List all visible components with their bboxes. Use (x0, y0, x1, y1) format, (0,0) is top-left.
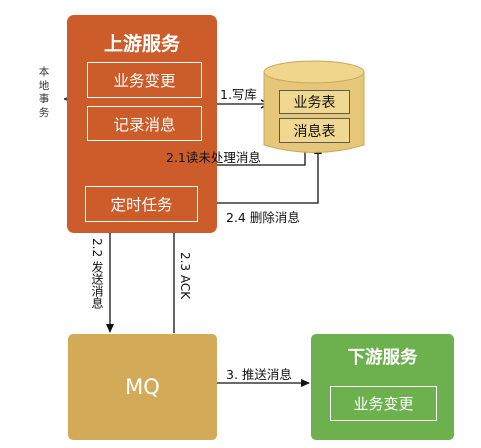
downstream-service: 下游服务 业务变更 (311, 334, 454, 440)
edge-delete-message (197, 145, 322, 204)
database-biz-table: 业务表 (279, 90, 350, 114)
local-transaction-label: 本地事务 (38, 66, 50, 119)
message-queue: MQ (68, 334, 217, 440)
edge-label-push-message: 3. 推送消息 (226, 367, 292, 382)
upstream-record-message-box: 记录消息 (87, 106, 202, 141)
upstream-scheduled-task-box: 定时任务 (85, 186, 198, 222)
edge-label-send-message: 2.2 发送消息 (90, 238, 104, 309)
upstream-biz-change-box: 业务变更 (87, 62, 202, 98)
edge-label-delete-message: 2.4 删除消息 (226, 210, 300, 225)
edge-label-write: 1.写库 (220, 87, 257, 102)
edge-label-ack: 2.3 ACK (178, 252, 192, 300)
database-message-table: 消息表 (279, 118, 350, 143)
downstream-service-title: 下游服务 (347, 348, 418, 368)
edge-label-read-unprocessed: 2.1读未处理消息 (166, 150, 261, 165)
upstream-service-title: 上游服务 (103, 33, 180, 55)
upstream-service: 上游服务 业务变更 记录消息 定时任务 (67, 15, 217, 233)
downstream-biz-change-box: 业务变更 (330, 386, 437, 421)
